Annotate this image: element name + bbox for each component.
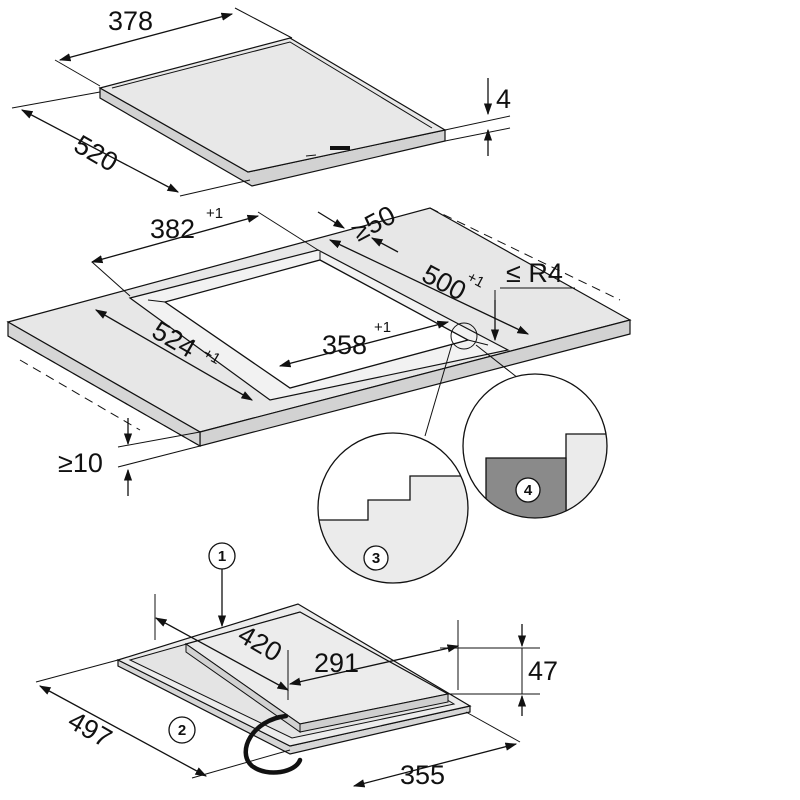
marker-4-label: 4 — [524, 482, 533, 499]
bottom-unit: 1 420 291 47 497 2 355 — [35, 542, 558, 790]
power-cable — [243, 713, 303, 775]
marker-1-label: 1 — [218, 548, 226, 565]
cutout-depth-tolerance: +1 — [464, 269, 487, 292]
top-width-label: 378 — [108, 6, 153, 36]
worktop-min-label: ≥10 — [58, 448, 103, 478]
top-panel: 378 520 4 — [11, 6, 511, 197]
top-depth-label: 520 — [69, 129, 123, 178]
cutout-width-tolerance: +1 — [206, 205, 223, 222]
detail-4: 4 — [462, 373, 608, 519]
unit-height-label: 47 — [528, 656, 558, 686]
top-thickness-label: 4 — [496, 84, 511, 114]
marker-4 — [515, 477, 541, 503]
marker-2 — [168, 716, 196, 744]
rebate-width-tolerance: +1 — [374, 319, 391, 336]
control-strip-icon — [330, 146, 350, 150]
detail-3: 3 — [317, 432, 469, 584]
marker-3 — [363, 545, 389, 571]
cutout-width-label: 382 — [150, 214, 195, 244]
unit-depth-label: 497 — [63, 705, 117, 754]
rebate-width-label: 358 — [322, 330, 367, 360]
worktop: 382 +1 ≥50 500 +1 ≤ R4 524 +1 358 +1 ≥10 — [6, 200, 632, 496]
unit-box-front — [299, 693, 449, 733]
rebate-depth-tolerance: +1 — [200, 345, 223, 368]
marker-3-label: 3 — [372, 550, 380, 567]
corner-radius-label: ≤ R4 — [506, 258, 563, 288]
unit-width-label: 355 — [400, 760, 445, 790]
detail-circle — [450, 322, 478, 350]
marker-2-label: 2 — [178, 722, 186, 739]
unit-inner-width-label: 291 — [314, 648, 359, 678]
